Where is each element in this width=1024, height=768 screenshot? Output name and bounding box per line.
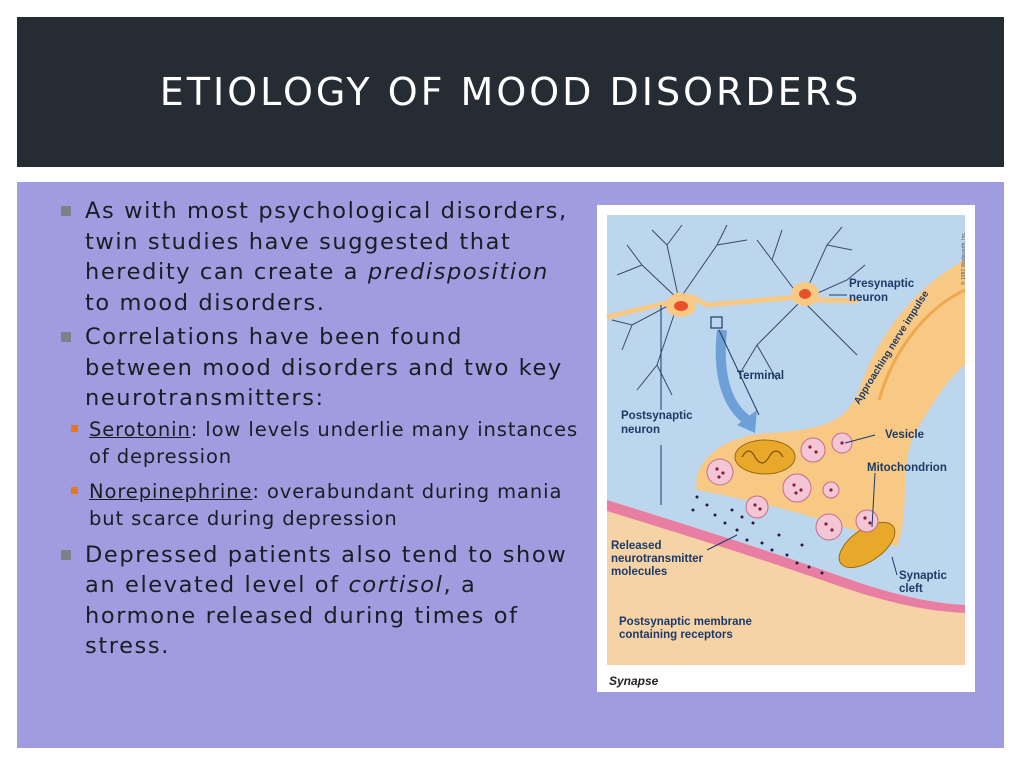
label-pointer-lines [660,294,898,576]
bullet-square-icon [61,549,71,560]
bullet-square-icon [61,206,71,216]
bullet-text-end: to mood disorders. [85,289,326,316]
label-mitochondrion: Mitochondrion [867,462,947,474]
label-membrane-1: Postsynaptic membrane [619,616,752,628]
bullet-list: As with most psychological disorders, tw… [59,196,579,666]
bullet-text: Correlations have been found between moo… [85,324,563,411]
synapse-diagram: Presynaptic neuron Terminal Postsynaptic… [606,215,967,688]
bullet-square-icon [61,332,71,342]
label-postsynaptic-2: neuron [621,424,660,436]
postsynaptic-membrane-shape [607,500,965,613]
released-molecules [691,495,824,575]
mitochondrion-upper [734,439,796,475]
label-terminal: Terminal [737,370,784,382]
mitochondrion-lower [838,521,896,569]
slide-title: Etiology of Mood Disorders [159,70,862,114]
label-released-3: molecules [611,566,667,578]
figure-caption: Synapse [609,674,659,688]
zoom-arrow-head [737,410,757,433]
bullet-neurotransmitters: Correlations have been found between moo… [59,322,579,533]
nucleus-right [799,289,811,299]
dendrite-lines [611,224,866,396]
content-panel: As with most psychological disorders, tw… [17,182,1004,748]
label-presynaptic-2: neuron [849,292,888,304]
vesicle-contents [715,441,872,532]
mitochondrion-cristae [741,450,784,464]
bullet-text: Depressed patients also tend to show an … [85,541,568,599]
bullet-heredity: As with most psychological disorders, tw… [59,196,579,318]
synapse-figure: Presynaptic neuron Terminal Postsynaptic… [597,205,975,692]
label-postsynaptic-1: Postsynaptic [621,410,693,422]
sub-bullet-list: Serotonin: low levels underlie many inst… [71,416,579,533]
copyright-text: © 1992 Wadsworth, Inc. [960,232,967,285]
label-membrane-2: containing receptors [619,629,733,641]
label-presynaptic-1: Presynaptic [849,278,915,290]
bullet-text: As with most psychological disorders, tw… [85,198,568,285]
nerve-impulse-path [877,288,966,401]
vesicles [706,432,879,541]
sub-bullet-serotonin: Serotonin: low levels underlie many inst… [59,416,579,471]
label-vesicle: Vesicle [885,429,924,441]
sub-bullet-square-icon [71,486,78,494]
bullet-cortisol: Depressed patients also tend to show an … [59,540,579,662]
label-cleft-2: cleft [899,583,923,595]
label-released-2: neurotransmitter [611,553,704,565]
bullet-text-end: , a hormone released during times of str… [85,572,519,659]
term-serotonin: Serotonin [89,417,191,441]
title-bar: Etiology of Mood Disorders [17,17,1004,167]
sub-bullet-text: : overabundant during mania but scarce d… [89,479,563,531]
zoom-box [710,316,723,329]
label-released-1: Released [611,540,662,552]
sub-bullet-norepinephrine: Norepinephrine: overabundant during mani… [59,478,579,533]
term-norepinephrine: Norepinephrine [89,479,253,503]
axon-terminal-shape [696,260,965,547]
emphasis-predisposition: predisposition [367,259,549,285]
sub-bullet-text: : low levels underlie many instances of … [89,417,579,469]
emphasis-cortisol: cortisol [348,572,444,598]
label-cleft-1: Synaptic [899,570,948,582]
nucleus-left [674,301,688,311]
sub-bullet-square-icon [71,424,78,432]
zoom-arrow-icon [715,329,751,424]
postsynaptic-neuron-shape [607,500,965,665]
